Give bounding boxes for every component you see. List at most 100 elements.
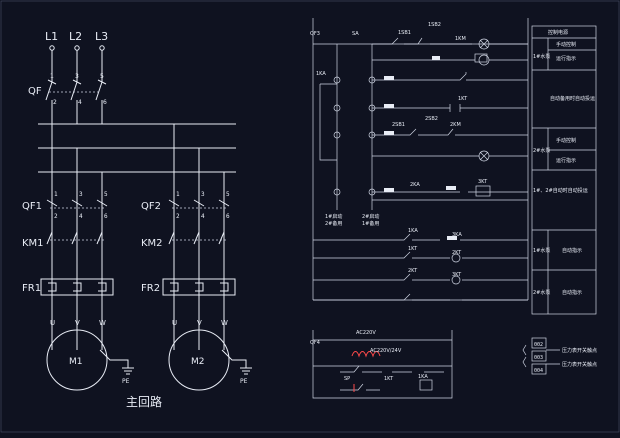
legend-item-7: 2#水泵 (533, 147, 550, 154)
thermal-relay-fr1 (40, 278, 114, 296)
breaker-qf1-qf2 (46, 199, 230, 209)
breaker-qf (45, 50, 107, 124)
breaker-label-qf1: QF1 (22, 201, 42, 212)
legend-item-8: 1#、2#自动时自动投运 (533, 187, 588, 194)
ground-label-1: PE (122, 378, 130, 385)
breaker-label-qf2: QF2 (141, 201, 161, 212)
control-rows-lower (313, 233, 528, 301)
contactor-label-km1: KM1 (22, 238, 44, 249)
aux-transformer-label: AC220V/24V (370, 348, 402, 354)
contactor-km1-km2 (46, 231, 226, 245)
control-left-label-backup2: 2#备用 (325, 220, 342, 227)
motor1-terminal-w: W (99, 319, 106, 327)
thermal-relay-fr2 (162, 278, 236, 296)
control-row-label-2ka: 2KA (410, 182, 420, 188)
control-row-label-1ka-b: 1KA (408, 228, 418, 234)
motor1-terminal-u: U (50, 319, 55, 327)
phase-label-3: L3 (95, 30, 108, 43)
aux-wiring (312, 330, 453, 399)
qf-terminal-bottom-2: 2 (53, 99, 57, 106)
control-right-label-backup1: 1#备用 (362, 220, 379, 227)
control-legend-frame (531, 25, 597, 315)
control-row-1 (372, 37, 528, 66)
motor-label-m1: M1 (69, 357, 83, 367)
control-row1-label-1sb1: 1SB1 (398, 30, 411, 36)
legend-item-12: 自动指示 (562, 289, 582, 296)
aux-label-1kt: 1KT (384, 376, 394, 382)
svg-text:5: 5 (104, 191, 108, 198)
control-row-label-3kt-b: 3KT (452, 272, 462, 278)
motor-m1 (46, 329, 108, 391)
legend-item-6: 运行指示 (556, 157, 576, 164)
selector-switch-label: SA (352, 31, 359, 37)
aux-terminal-block (522, 337, 560, 375)
aux-terminal-002: 002 (534, 342, 543, 348)
legend-item-5: 手动控制 (556, 137, 576, 144)
svg-text:4: 4 (201, 213, 205, 220)
motor2-terminal-u: U (172, 319, 177, 327)
legend-item-9: 1#水泵 (533, 247, 550, 254)
aux-label-sp: SP (344, 376, 350, 382)
aux-legend-2: 压力表开关触点 (562, 361, 597, 368)
relay-label-fr2: FR2 (141, 283, 160, 294)
aux-terminal-003: 003 (534, 355, 543, 361)
indicator-blocks (384, 56, 457, 240)
legend-item-2: 运行指示 (556, 55, 576, 62)
svg-text:6: 6 (104, 213, 108, 220)
ground-wires (99, 349, 252, 375)
svg-text:1: 1 (176, 191, 180, 198)
transformer-coil (351, 351, 381, 392)
thermal-elements (48, 282, 229, 292)
control-row-label-2sb1: 2SB1 (392, 122, 405, 128)
ground-label-2: PE (240, 378, 248, 385)
qf-terminal-bottom-6: 6 (103, 99, 107, 106)
control-right-label-start2: 2#启动 (362, 213, 379, 220)
control-row-label-2kt: 2KT (408, 268, 418, 274)
main-circuit-caption: 主回路 (126, 394, 162, 409)
control-source-label: QF3 (310, 31, 320, 37)
svg-text:5: 5 (226, 191, 230, 198)
bus-bars (38, 123, 236, 350)
qf-terminal-top-1: 1 (50, 73, 54, 80)
motor2-terminal-v: V (197, 319, 202, 327)
aux-label-qf4: QF4 (310, 340, 320, 346)
legend-item-3: 1#水泵 (533, 53, 550, 60)
aux-circuit: AC220V AC220V/24V QF4 SP 1KT 1KA 002 003… (310, 330, 597, 399)
control-circuit: QF3 SA 1KA 1#启动 2#备用 2#启动 1#备用 1SB1 1SB2 (310, 18, 597, 315)
svg-text:2: 2 (176, 213, 180, 220)
phase-label-2: L2 (69, 30, 82, 43)
selector-columns (319, 44, 376, 210)
control-left-label-start1: 1#启动 (325, 213, 342, 220)
motor-label-m2: M2 (191, 357, 205, 367)
control-row-label-2sb2: 2SB2 (425, 116, 438, 122)
control-row-label-2km: 2KM (450, 122, 461, 128)
aux-terminal-004: 004 (534, 368, 543, 374)
control-row1-label-1km: 1KM (455, 36, 466, 42)
legend-item-1: 手动控制 (556, 41, 576, 48)
aux-voltage-label: AC220V (356, 330, 376, 336)
control-row-label-1kt: 1KT (458, 96, 468, 102)
contactor-label-km2: KM2 (141, 238, 163, 249)
relay-label-fr1: FR1 (22, 283, 41, 294)
motor2-terminal-w: W (221, 319, 228, 327)
control-row1-label-1sb2: 1SB2 (428, 22, 441, 28)
svg-text:6: 6 (226, 213, 230, 220)
aux-legend-1: 压力表开关触点 (562, 347, 597, 354)
legend-item-11: 2#水泵 (533, 289, 550, 296)
control-row-label-3ka: 3KA (452, 232, 462, 238)
motor-m2 (168, 329, 230, 391)
svg-text:2: 2 (54, 213, 58, 220)
qf-terminal-bottom-4: 4 (78, 99, 82, 106)
legend-header: 控制电源 (548, 29, 568, 36)
svg-text:3: 3 (79, 191, 83, 198)
svg-text:4: 4 (79, 213, 83, 220)
breaker-label-qf: QF (28, 86, 42, 97)
control-row-label-2kt-b: 2KT (452, 250, 462, 256)
main-circuit: L1 L2 L3 QF 1 3 5 2 4 6 QF1 QF2 (22, 30, 252, 409)
svg-text:3: 3 (201, 191, 205, 198)
control-left-label-1ka: 1KA (316, 71, 326, 77)
